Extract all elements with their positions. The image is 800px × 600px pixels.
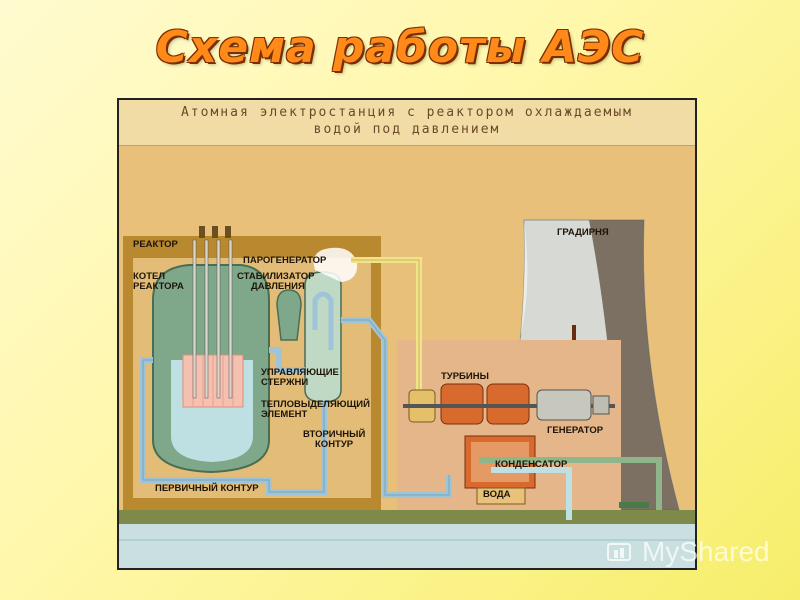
secondary-loop-label-1: ВТОРИЧНЫЙ	[303, 429, 366, 440]
primary-loop-label: ПЕРВИЧНЫЙ КОНТУР	[155, 483, 259, 494]
water-basin	[476, 487, 526, 505]
control-rods-label-1: УПРАВЛЯЮЩИЕ	[261, 367, 339, 378]
control-rod	[216, 239, 221, 399]
reactor-label: РЕАКТОР	[133, 239, 178, 250]
control-rod	[228, 239, 233, 399]
condenser-label: КОНДЕНСАТОР	[495, 459, 568, 470]
npp-diagram-svg	[119, 100, 695, 568]
caption-band	[119, 100, 695, 146]
fuel-element-label-1: ТЕПЛОВЫДЕЛЯЮЩИЙ	[261, 399, 370, 410]
pressurizer-label-2: ДАВЛЕНИЯ	[251, 281, 305, 292]
pressurizer-label-1: СТАБИЛИЗАТОР	[237, 271, 315, 282]
pressurizer	[276, 289, 302, 341]
generator-label: ГЕНЕРАТОР	[547, 425, 604, 436]
slide-title: Схема работы АЭС	[155, 22, 645, 73]
reactor-vessel-label-2: РЕАКТОРА	[133, 281, 184, 292]
watermark-text: MyShared	[642, 536, 770, 567]
caption-line-1: Атомная электростанция с реактором охлаж…	[180, 105, 634, 120]
cooling-water-line	[479, 457, 662, 510]
generator	[536, 389, 592, 421]
water-label: ВОДА	[483, 489, 511, 500]
steam-generator-label: ПАРОГЕНЕРАТОР	[243, 255, 327, 266]
npp-diagram: Атомная электростанция с реактором охлаж…	[117, 98, 697, 570]
reactor-vessel-label-1: КОТЕЛ	[133, 271, 165, 282]
fuel-element-label-2: ЭЛЕМЕНТ	[261, 409, 308, 420]
ground	[119, 510, 695, 524]
control-rod	[204, 239, 209, 399]
cooling-tower-label: ГРАДИРНЯ	[557, 227, 609, 238]
control-rods-label-2: СТЕРЖНИ	[261, 377, 309, 388]
steam-cloud	[313, 247, 358, 282]
caption-line-2: водой под давлением	[313, 122, 501, 137]
turbines-label: ТУРБИНЫ	[441, 371, 489, 382]
control-rod	[192, 239, 197, 399]
watermark-logo-icon	[607, 543, 631, 561]
diagram-caption: Атомная электростанция с реактором охлаж…	[119, 104, 695, 138]
secondary-loop-label-2: КОНТУР	[315, 439, 354, 450]
water-base	[119, 524, 695, 568]
